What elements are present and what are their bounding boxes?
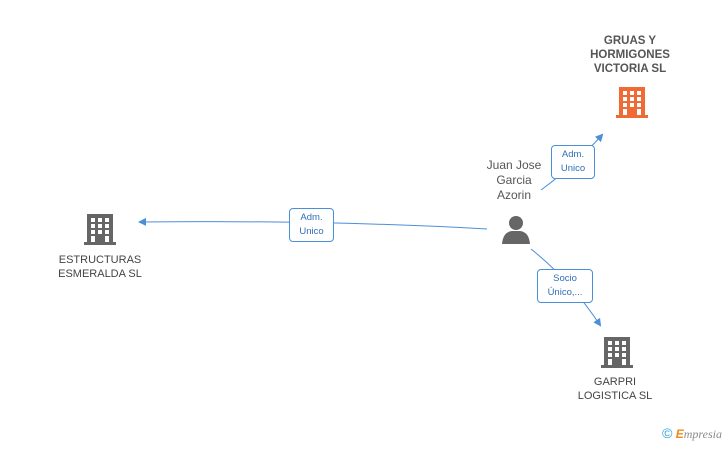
brand-name: mpresia xyxy=(683,427,722,441)
building-icon-gruas[interactable] xyxy=(616,85,648,119)
edge-label-to-estructuras[interactable]: Adm. Unico xyxy=(289,208,334,242)
building-icon-estructuras[interactable] xyxy=(84,212,116,246)
edge-label-to-gruas[interactable]: Adm. Unico xyxy=(551,145,595,179)
empresia-brand[interactable]: © Empresia xyxy=(662,425,722,442)
person-icon[interactable] xyxy=(501,214,531,244)
company-label-estructuras[interactable]: ESTRUCTURAS ESMERALDA SL xyxy=(58,254,142,280)
edge-label-to-garpri[interactable]: Socio Único,... xyxy=(537,269,593,303)
company-label-gruas[interactable]: GRUAS Y HORMIGONES VICTORIA SL xyxy=(590,35,670,75)
brand-initial: E xyxy=(675,427,684,441)
building-icon-garpri[interactable] xyxy=(601,335,633,369)
person-label[interactable]: Juan Jose Garcia Azorin xyxy=(486,158,542,202)
company-label-garpri[interactable]: GARPRI LOGISTICA SL xyxy=(577,376,653,402)
copyright-symbol: © xyxy=(662,425,673,441)
